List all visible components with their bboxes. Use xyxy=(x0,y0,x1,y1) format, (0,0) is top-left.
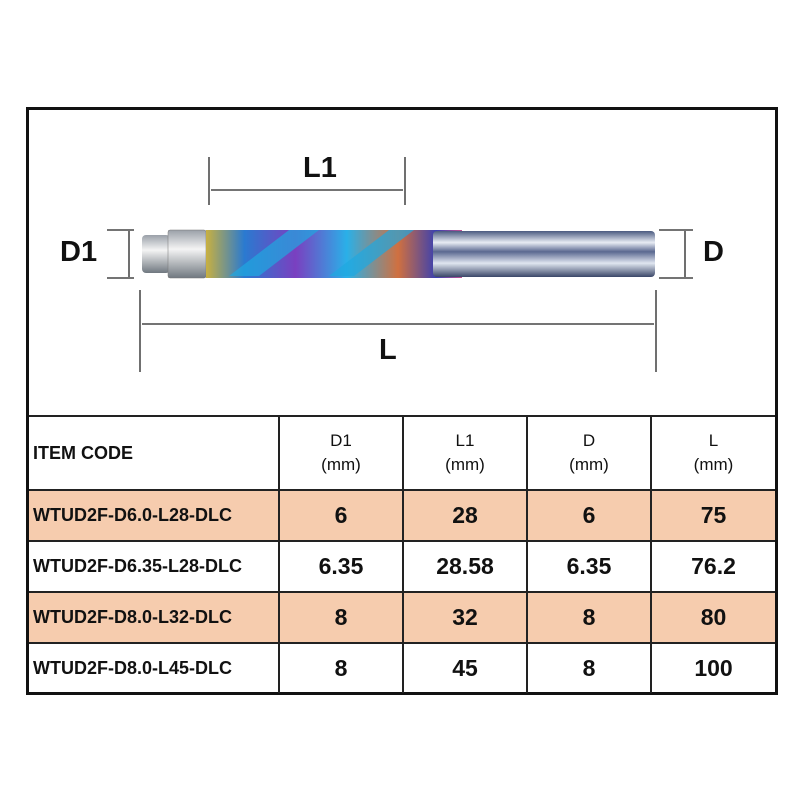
d1-label: D1 xyxy=(60,236,98,268)
item-code: WTUD2F-D6.35-L28-DLC xyxy=(29,540,280,593)
l1-value: 28 xyxy=(402,489,528,542)
tool-dimension-diagram: L1 D1 D L xyxy=(29,110,775,415)
header-d-unit: (mm) xyxy=(569,455,609,474)
header-l: L (mm) xyxy=(650,415,775,491)
d-value: 6 xyxy=(526,489,652,542)
d-dimension-line xyxy=(659,229,693,279)
l1-value: 32 xyxy=(402,591,528,644)
d-value: 8 xyxy=(526,642,652,693)
l1-value: 28.58 xyxy=(402,540,528,593)
d1-value: 6.35 xyxy=(278,540,404,593)
header-d-title: D xyxy=(582,431,596,450)
header-l1: L1 (mm) xyxy=(402,415,528,491)
header-l1-title: L1 xyxy=(455,431,475,450)
header-l1-unit: (mm) xyxy=(445,455,485,474)
d1-value: 8 xyxy=(278,642,404,693)
d1-value: 8 xyxy=(278,591,404,644)
table-row: WTUD2F-D6.35-L28-DLC 6.35 28.58 6.35 76.… xyxy=(29,540,775,593)
shank xyxy=(433,231,655,277)
l-value: 76.2 xyxy=(650,540,775,593)
item-code: WTUD2F-D8.0-L45-DLC xyxy=(29,642,280,693)
header-d1-title: D1 xyxy=(330,431,352,450)
header-d: D (mm) xyxy=(526,415,652,491)
table-row: WTUD2F-D8.0-L32-DLC 8 32 8 80 xyxy=(29,591,775,644)
l-label: L xyxy=(379,334,397,366)
table-row: WTUD2F-D6.0-L28-DLC 6 28 6 75 xyxy=(29,489,775,542)
l-value: 100 xyxy=(650,642,775,693)
l1-dimension-line xyxy=(208,157,406,205)
header-l-unit: (mm) xyxy=(693,455,734,474)
l1-value: 45 xyxy=(402,642,528,693)
bearing-icon xyxy=(142,235,170,273)
d1-value: 6 xyxy=(278,489,404,542)
item-code: WTUD2F-D8.0-L32-DLC xyxy=(29,591,280,644)
header-l-title: L xyxy=(708,431,719,450)
router-bit-drawing xyxy=(107,157,693,372)
header-d1-unit: (mm) xyxy=(321,455,361,474)
d1-dimension-line xyxy=(107,229,134,279)
table-row: WTUD2F-D8.0-L45-DLC 8 45 8 100 xyxy=(29,642,775,693)
l-value: 80 xyxy=(650,591,775,644)
l-dimension-line xyxy=(139,290,657,372)
spec-sheet: L1 D1 D L ITEM CODE D1 (mm) L1 (mm) D (mm) … xyxy=(26,107,778,695)
spec-table: ITEM CODE D1 (mm) L1 (mm) D (mm) L (mm) WTUD… xyxy=(29,415,775,693)
l1-label: L1 xyxy=(303,152,337,184)
d-label: D xyxy=(703,236,724,268)
header-d1: D1 (mm) xyxy=(278,415,404,491)
d-value: 8 xyxy=(526,591,652,644)
item-code: WTUD2F-D6.0-L28-DLC xyxy=(29,489,280,542)
table-header: ITEM CODE D1 (mm) L1 (mm) D (mm) L (mm) xyxy=(29,415,775,491)
l-value: 75 xyxy=(650,489,775,542)
d-value: 6.35 xyxy=(526,540,652,593)
header-item-code: ITEM CODE xyxy=(29,415,280,491)
